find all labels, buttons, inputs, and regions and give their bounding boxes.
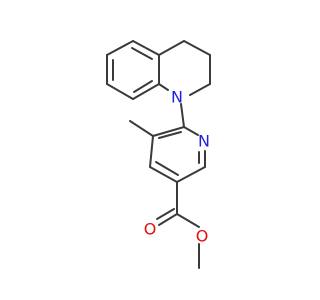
bond xyxy=(158,40,185,56)
background xyxy=(0,0,300,300)
double-bond-inner xyxy=(155,161,179,176)
bond xyxy=(183,126,199,136)
carbonyl-bond-double xyxy=(156,208,175,220)
benzo-ring xyxy=(106,40,160,100)
bond xyxy=(180,103,185,128)
bond xyxy=(189,83,211,96)
carbonyl-bond xyxy=(158,213,178,226)
bond xyxy=(152,126,185,137)
bond xyxy=(149,166,178,183)
ester-oxygen-bond xyxy=(176,213,200,228)
bond xyxy=(106,40,134,56)
double-bond-inner xyxy=(158,131,182,139)
bond xyxy=(132,40,160,56)
bond xyxy=(183,40,211,56)
ring-nitrogen-label: N xyxy=(171,88,183,107)
methyl-bond xyxy=(129,120,154,137)
pyridine-ring xyxy=(149,103,206,183)
carbonyl-oxygen-label: O xyxy=(144,220,157,239)
bond xyxy=(106,83,134,100)
double-bond-inner xyxy=(133,80,153,93)
bond xyxy=(176,166,206,183)
tetrahydro-ring xyxy=(158,40,211,96)
bond xyxy=(158,83,169,91)
substituents xyxy=(129,120,200,269)
molecule-structure: N N O O xyxy=(0,0,300,300)
bond xyxy=(149,135,154,168)
ester-oxygen-label: O xyxy=(196,227,209,246)
pyridine-nitrogen-label: N xyxy=(198,132,210,151)
molecule-canvas: N N O O xyxy=(0,0,300,300)
double-bond-inner xyxy=(131,47,153,60)
bond xyxy=(132,83,160,100)
